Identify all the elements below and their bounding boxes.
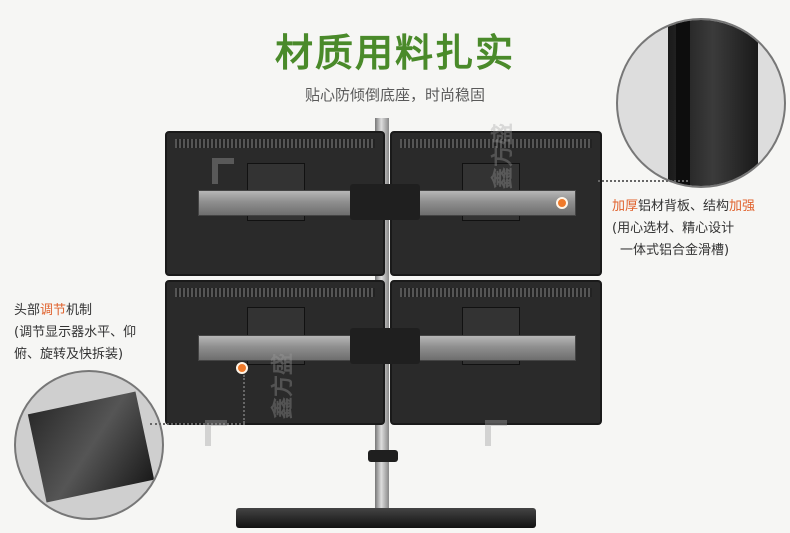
right-annotation-text: 铝材背板、结构 (638, 199, 730, 214)
highlight-adjust: 调节 (40, 303, 67, 318)
adjust-knob-bottom (236, 362, 248, 374)
monitor-vent (175, 139, 375, 148)
left-annotation-line1: 头部调节机制 (14, 300, 164, 322)
page-subtitle: 贴心防倾倒底座，时尚稳固 (304, 86, 485, 104)
head-bracket-image (27, 391, 155, 503)
watermark-top: 鑫方盛 (491, 122, 517, 190)
aluminum-profile-edge (676, 20, 690, 186)
pole-clamp-bottom (350, 328, 420, 364)
pole-collar (368, 450, 398, 462)
head-adjust-inset (14, 370, 164, 520)
right-annotation-line1: 加厚铝材背板、结构加强 (612, 196, 788, 218)
watermark-logo-icon (485, 420, 507, 446)
left-annotation-line3: 俯、旋转及快拆装) (14, 347, 124, 362)
left-annotation-line2: (调节显示器水平、仰 (14, 325, 137, 340)
watermark-logo-icon (212, 158, 234, 184)
watermark-bottom: 鑫方盛 (271, 352, 297, 420)
page-title: 材质用料扎实 (274, 31, 515, 75)
left-annotation: 头部调节机制 (调节显示器水平、仰 俯、旋转及快拆装) (14, 300, 164, 366)
aluminum-profile-inset (616, 18, 786, 188)
highlight-thick: 加厚 (612, 199, 639, 214)
monitor-vent (400, 288, 592, 297)
leader-line-left (150, 423, 245, 425)
stand-base (236, 508, 536, 528)
leader-line-right (598, 180, 688, 182)
right-annotation: 加厚铝材背板、结构加强 (用心选材、精心设计 一体式铝合金滑槽) (612, 196, 788, 262)
adjust-knob-top (556, 197, 568, 209)
right-annotation-line3: 一体式铝合金滑槽) (620, 243, 730, 258)
left-annotation-post: 机制 (66, 303, 93, 318)
pole-clamp-top (350, 184, 420, 220)
monitor-vent (175, 288, 375, 297)
monitor-vent (400, 139, 592, 148)
right-annotation-line2: (用心选材、精心设计 (612, 221, 735, 236)
left-annotation-pre: 头部 (14, 303, 41, 318)
watermark-logo-icon (205, 420, 227, 446)
highlight-reinforce: 加强 (729, 199, 756, 214)
leader-line-left-vertical (243, 375, 245, 423)
